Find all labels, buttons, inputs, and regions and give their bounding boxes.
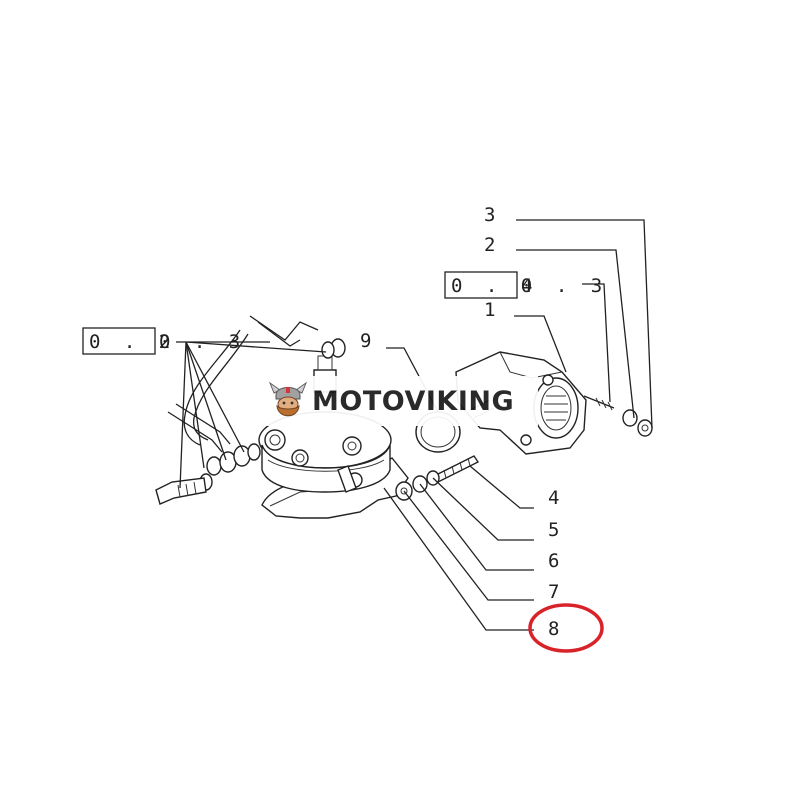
- watermark-text: MOTOVIKING: [312, 385, 515, 417]
- highlight-circle: [528, 603, 604, 653]
- watermark-banner: MOTOVIKING: [262, 376, 538, 426]
- reference-box-0-04-3: 0 . 0 4 . 3: [444, 271, 608, 299]
- reference-suffix-text: 0 . 3: [159, 331, 246, 353]
- callout-6: 6: [548, 550, 559, 572]
- callout-7: 7: [548, 581, 559, 603]
- callout-1: 1: [484, 299, 495, 321]
- callout-4: 4: [548, 487, 559, 509]
- callout-3: 3: [484, 204, 495, 226]
- reference-box-frame: [444, 271, 518, 299]
- reference-box-frame: [82, 327, 156, 355]
- callout-2: 2: [484, 234, 495, 256]
- callout-8: 8: [548, 618, 559, 640]
- reference-suffix-text: 4 . 3: [521, 275, 608, 297]
- reference-box-0-20-3: 0 . 2 0 . 3: [82, 327, 246, 355]
- viking-head-icon: [268, 381, 308, 417]
- leader-lines: [176, 219, 653, 631]
- reference-boxed-text: 0 . 0: [451, 275, 538, 297]
- fuel-adapter-assembly: [395, 351, 653, 501]
- callout-9: 9: [360, 330, 371, 352]
- callout-5: 5: [548, 519, 559, 541]
- fuel-pump-body: [258, 338, 409, 519]
- callout-labels: 3 2 1 9 4 5 6 7 8: [360, 204, 559, 640]
- reference-boxed-text: 0 . 2: [89, 331, 176, 353]
